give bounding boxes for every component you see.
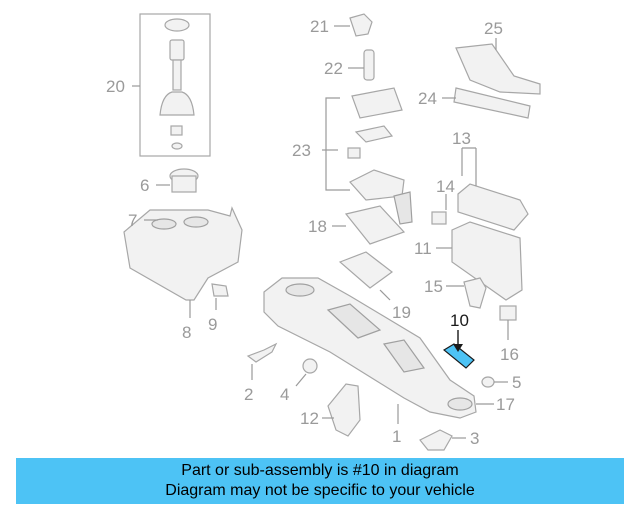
callout-18: 18	[308, 217, 327, 236]
callout-17: 17	[496, 395, 515, 414]
part-10-highlighted	[442, 330, 475, 369]
part-19-mat	[338, 251, 394, 301]
part-20-shift-lever-kit	[132, 13, 211, 157]
callout-15: 15	[424, 277, 443, 296]
callout-20: 20	[106, 77, 125, 96]
part-9-screw	[211, 283, 229, 310]
callout-23: 23	[292, 141, 311, 160]
part-7-lower-panel	[123, 206, 243, 301]
callout-24: 24	[418, 89, 437, 108]
part-2-bracket	[246, 342, 278, 380]
callout-4: 4	[280, 385, 289, 404]
banner-line-part-number: Part or sub-assembly is #10 in diagram	[181, 462, 459, 479]
info-banner: Part or sub-assembly is #10 in diagram D…	[16, 458, 624, 504]
part-1-center-console	[263, 277, 477, 424]
part-16-clip	[499, 305, 517, 340]
part-5-bushing	[481, 376, 508, 388]
part-14-latch	[431, 194, 447, 225]
part-22-shift-boot	[348, 49, 375, 81]
part-11-storage-box	[436, 221, 523, 301]
callout-13: 13	[452, 129, 471, 148]
callout-12: 12	[300, 409, 319, 428]
callout-16: 16	[500, 345, 519, 364]
callout-5: 5	[512, 373, 521, 392]
callout-3: 3	[470, 429, 479, 448]
callout-19: 19	[392, 303, 411, 322]
part-24-hinge	[442, 87, 531, 119]
callout-7: 7	[128, 211, 137, 230]
part-12-bracket	[322, 383, 361, 437]
part-3-trim	[419, 429, 466, 451]
part-25-armrest-lid	[455, 38, 541, 95]
part-18-tray	[332, 205, 406, 245]
banner-line-disclaimer: Diagram may not be specific to your vehi…	[165, 482, 475, 499]
callout-8: 8	[182, 323, 191, 342]
callout-10: 10	[450, 311, 469, 330]
callout-25: 25	[484, 19, 503, 38]
callout-14: 14	[436, 177, 455, 196]
parts-diagram: 20 21 22 23 25 24 13 14	[106, 13, 541, 451]
part-21-shift-knob	[334, 13, 373, 37]
part-15-bracket	[446, 277, 487, 309]
callout-2: 2	[244, 385, 253, 404]
callout-1: 1	[392, 427, 401, 446]
callout-11: 11	[414, 239, 432, 258]
part-13-armrest	[457, 147, 529, 231]
callout-21: 21	[310, 17, 329, 36]
part-4-plug	[295, 358, 318, 387]
part-6-cup-holder	[156, 168, 199, 193]
callout-22: 22	[324, 59, 343, 78]
part-23-indicator-group	[322, 87, 413, 225]
callout-6: 6	[140, 176, 149, 195]
callout-9: 9	[208, 315, 217, 334]
